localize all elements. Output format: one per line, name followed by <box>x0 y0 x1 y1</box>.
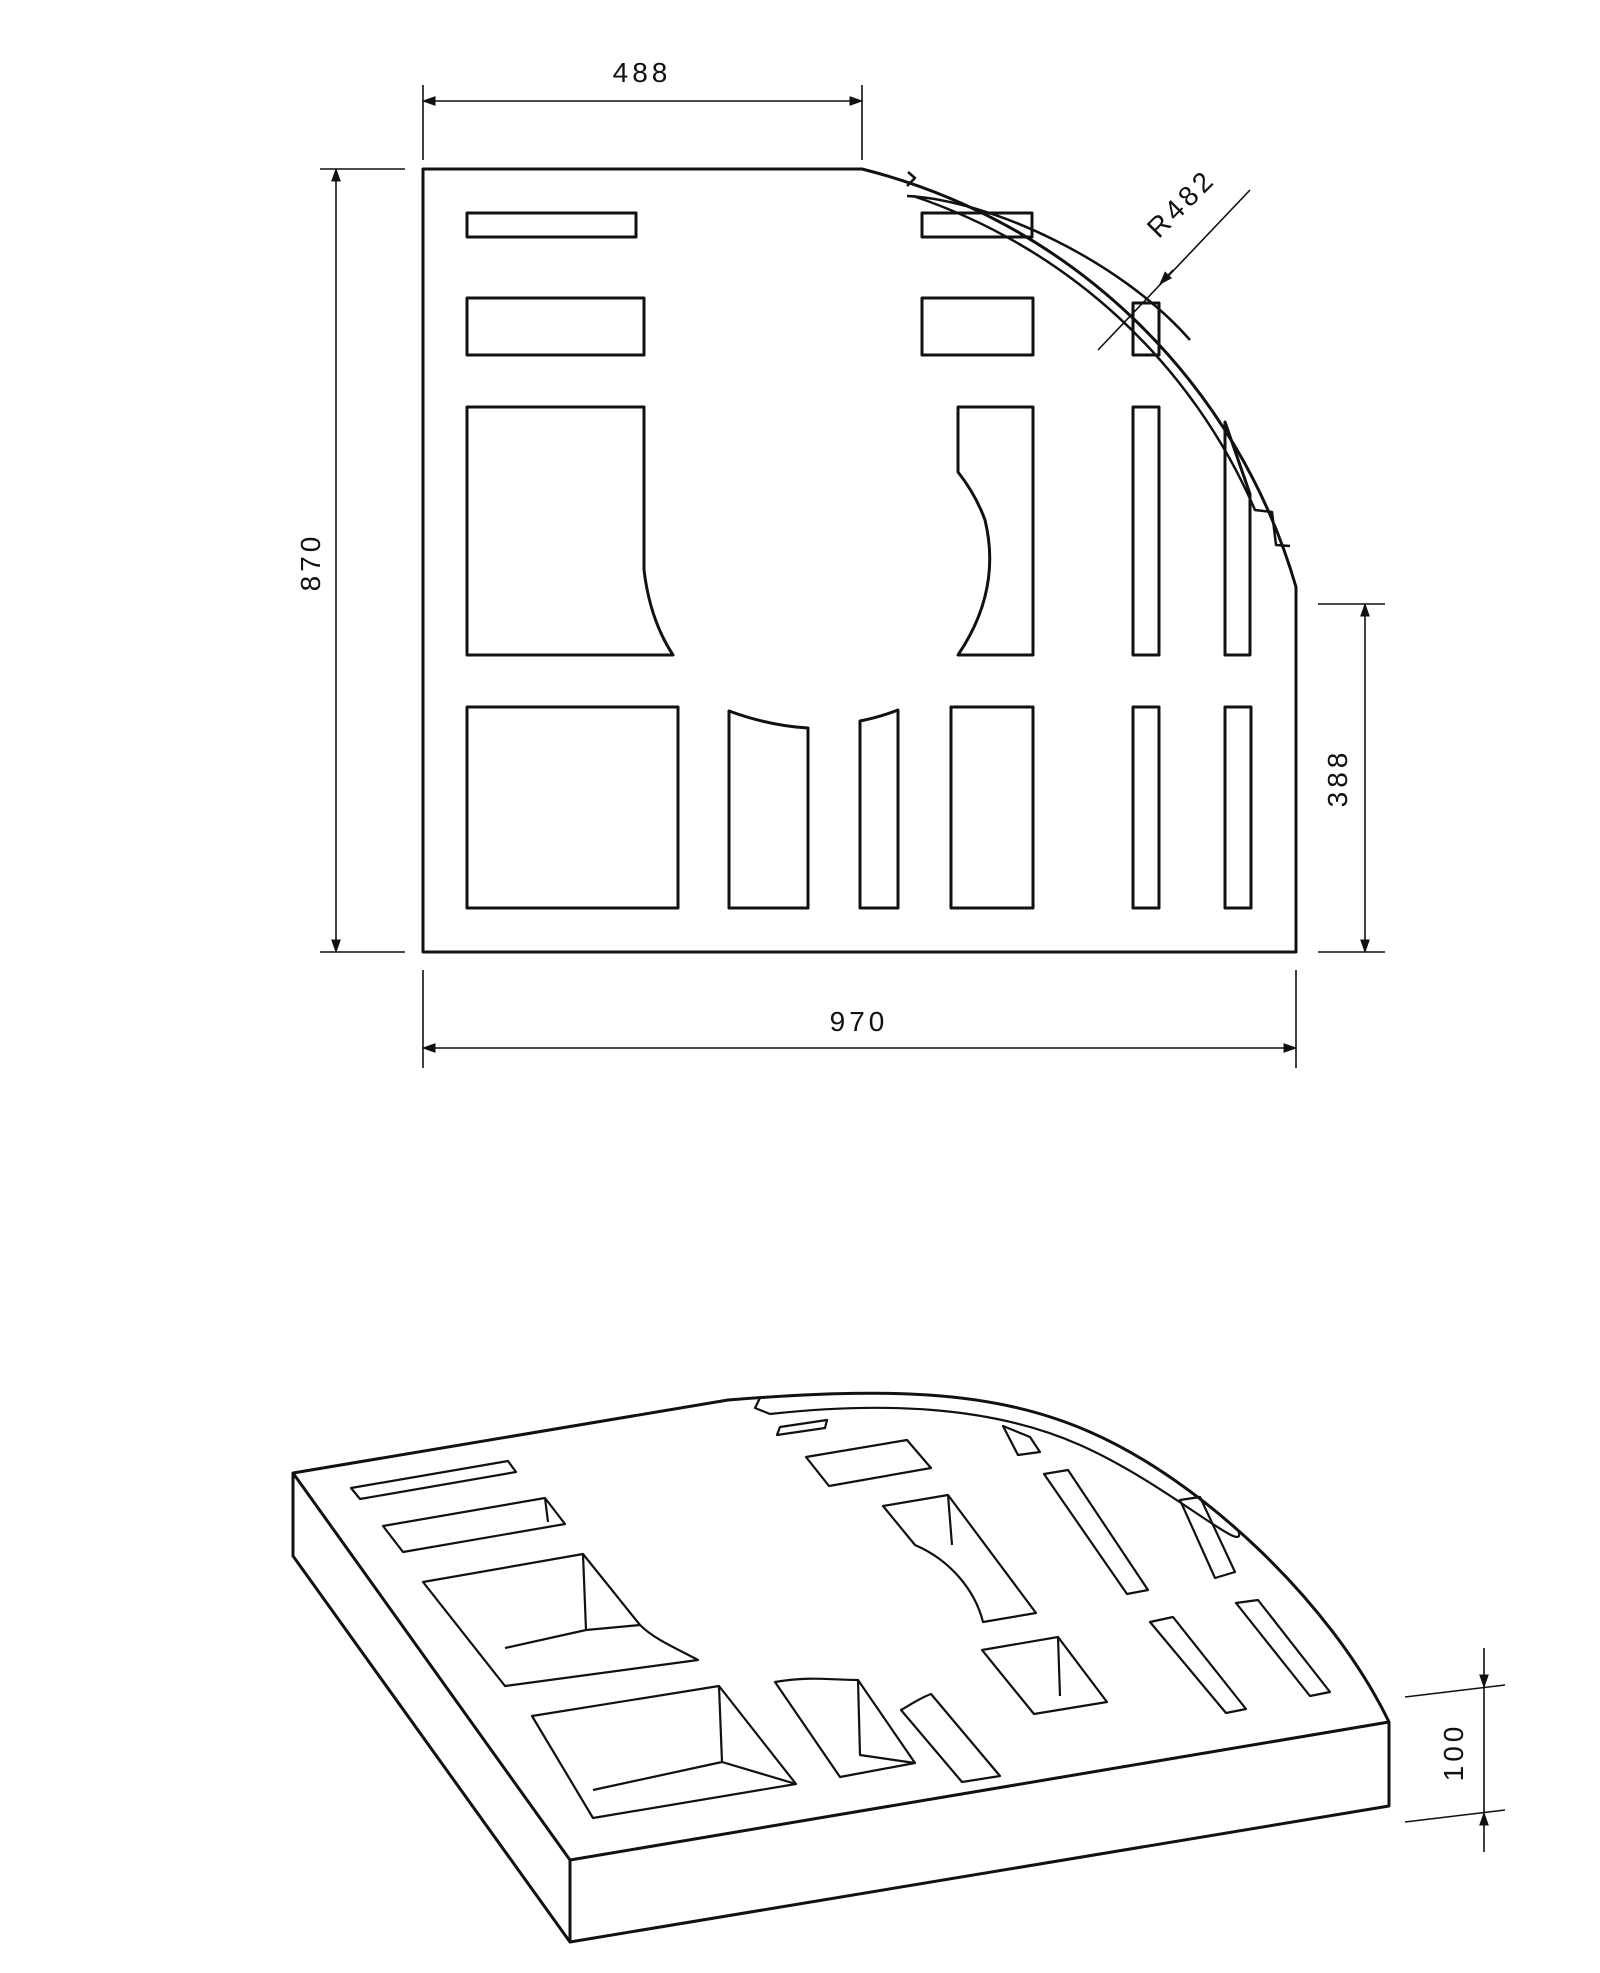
thickness-dimension <box>1404 1648 1506 1852</box>
iso-notch <box>1001 1424 1042 1457</box>
dim-line-radius <box>1097 189 1251 351</box>
dim-label-870: 870 <box>295 533 326 592</box>
slot <box>465 296 646 357</box>
dim-label-thickness: 100 <box>1438 1723 1469 1782</box>
iso-top-outline <box>291 1391 1391 1862</box>
iso-slot <box>1148 1615 1248 1715</box>
slot <box>465 211 638 239</box>
iso-rim <box>753 1397 1241 1538</box>
slot <box>920 211 1034 239</box>
cavity <box>949 705 1035 910</box>
iso-cavity <box>980 1635 1109 1716</box>
iso-slot <box>775 1418 829 1437</box>
dim-label-radius: R482 <box>1141 163 1222 244</box>
slot <box>1131 301 1161 357</box>
iso-slot <box>899 1692 1002 1784</box>
iso-slot <box>349 1459 518 1501</box>
iso-slot <box>804 1438 933 1488</box>
isometric-view <box>291 1391 1391 1944</box>
iso-cavity <box>530 1684 798 1820</box>
slot <box>1223 705 1253 910</box>
iso-cavity <box>881 1493 1038 1624</box>
dimension-lines <box>320 85 1385 1068</box>
cavity-curved <box>956 405 1035 657</box>
dim-label-388: 388 <box>1322 749 1353 808</box>
iso-cavity <box>421 1552 700 1688</box>
slot-curved <box>858 708 900 910</box>
slot <box>920 296 1035 357</box>
iso-slot <box>1234 1598 1332 1698</box>
dim-label-970: 970 <box>830 1006 889 1037</box>
iso-slot <box>1178 1495 1237 1580</box>
inner-rim <box>906 171 1291 548</box>
dim-label-488: 488 <box>613 57 672 88</box>
iso-slot <box>381 1496 567 1554</box>
cavity-curved <box>465 405 675 657</box>
cavity <box>465 705 680 910</box>
iso-cavity <box>773 1677 917 1779</box>
slot <box>1131 705 1161 910</box>
slot <box>1131 405 1161 657</box>
plan-view <box>421 167 1298 954</box>
iso-slot <box>1042 1468 1150 1596</box>
slot <box>1223 420 1252 657</box>
cavity-curved <box>727 709 810 910</box>
